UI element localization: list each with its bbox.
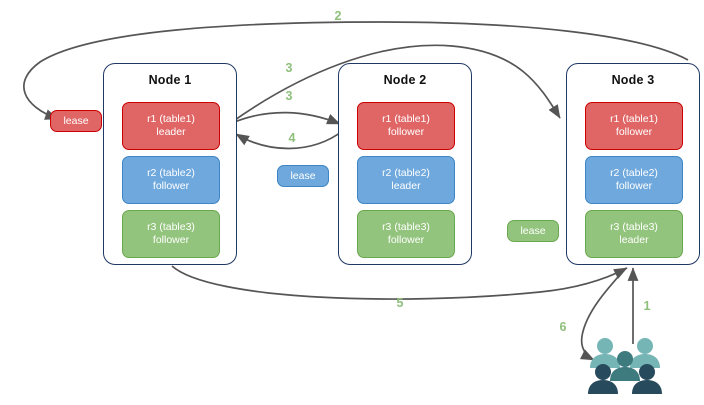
lease-badge-blue[interactable]: lease <box>277 165 329 187</box>
replica-role: follower <box>152 234 190 246</box>
replica-name: r3 (table3) <box>610 221 658 233</box>
node-card-3[interactable]: Node 3 r1 (table1) follower r2 (table2) … <box>566 63 700 265</box>
edge-label-3a: 3 <box>285 61 293 75</box>
edge-2 <box>23 21 689 120</box>
replica-role: follower <box>615 180 653 192</box>
replica-box-r3[interactable]: r3 (table3) follower <box>122 210 220 258</box>
replica-name: r2 (table2) <box>382 167 430 179</box>
lease-label: lease <box>520 225 546 237</box>
replica-name: r1 (table1) <box>610 113 658 125</box>
replica-role: leader <box>156 126 186 138</box>
replica-box-r2[interactable]: r2 (table2) leader <box>357 156 455 204</box>
replica-name: r2 (table2) <box>147 167 195 179</box>
replica-name: r3 (table3) <box>382 221 430 233</box>
lease-label: lease <box>63 115 89 127</box>
replica-role: leader <box>619 234 649 246</box>
replica-role: follower <box>387 126 425 138</box>
edge-label-4: 4 <box>288 131 296 145</box>
replica-box-r1[interactable]: r1 (table1) follower <box>585 102 683 150</box>
replica-box-r1[interactable]: r1 (table1) leader <box>122 102 220 150</box>
node-card-2[interactable]: Node 2 r1 (table1) follower r2 (table2) … <box>338 63 472 265</box>
replica-box-r3[interactable]: r3 (table3) leader <box>585 210 683 258</box>
replica-name: r1 (table1) <box>147 113 195 125</box>
node-card-1[interactable]: Node 1 r1 (table1) leader r2 (table2) fo… <box>103 63 237 265</box>
replica-role: leader <box>391 180 421 192</box>
edge-6 <box>580 267 627 361</box>
replica-role: follower <box>615 126 653 138</box>
edge-5 <box>171 265 628 300</box>
node-title: Node 1 <box>148 73 192 87</box>
replica-name: r3 (table3) <box>147 221 195 233</box>
replica-name: r2 (table2) <box>610 167 658 179</box>
replica-box-r3[interactable]: r3 (table3) follower <box>357 210 455 258</box>
lease-badge-red[interactable]: lease <box>50 110 102 132</box>
edge-label-5: 5 <box>396 296 404 310</box>
edge-label-2: 2 <box>334 9 342 23</box>
replica-box-r2[interactable]: r2 (table2) follower <box>585 156 683 204</box>
edge-3a <box>231 44 561 123</box>
edge-label-6: 6 <box>559 320 567 334</box>
edge-label-3b: 3 <box>285 89 293 103</box>
replica-name: r1 (table1) <box>382 113 430 125</box>
edge-label-1: 1 <box>643 299 651 313</box>
edge-3b <box>231 111 341 125</box>
replica-box-r1[interactable]: r1 (table1) follower <box>357 102 455 150</box>
people-group-icon[interactable] <box>586 334 666 400</box>
edge-4 <box>235 129 345 150</box>
lease-label: lease <box>290 170 316 182</box>
node-title: Node 2 <box>383 73 427 87</box>
replica-role: follower <box>387 234 425 246</box>
lease-badge-green[interactable]: lease <box>507 220 559 242</box>
node-title: Node 3 <box>611 73 655 87</box>
replica-box-r2[interactable]: r2 (table2) follower <box>122 156 220 204</box>
replica-role: follower <box>152 180 190 192</box>
